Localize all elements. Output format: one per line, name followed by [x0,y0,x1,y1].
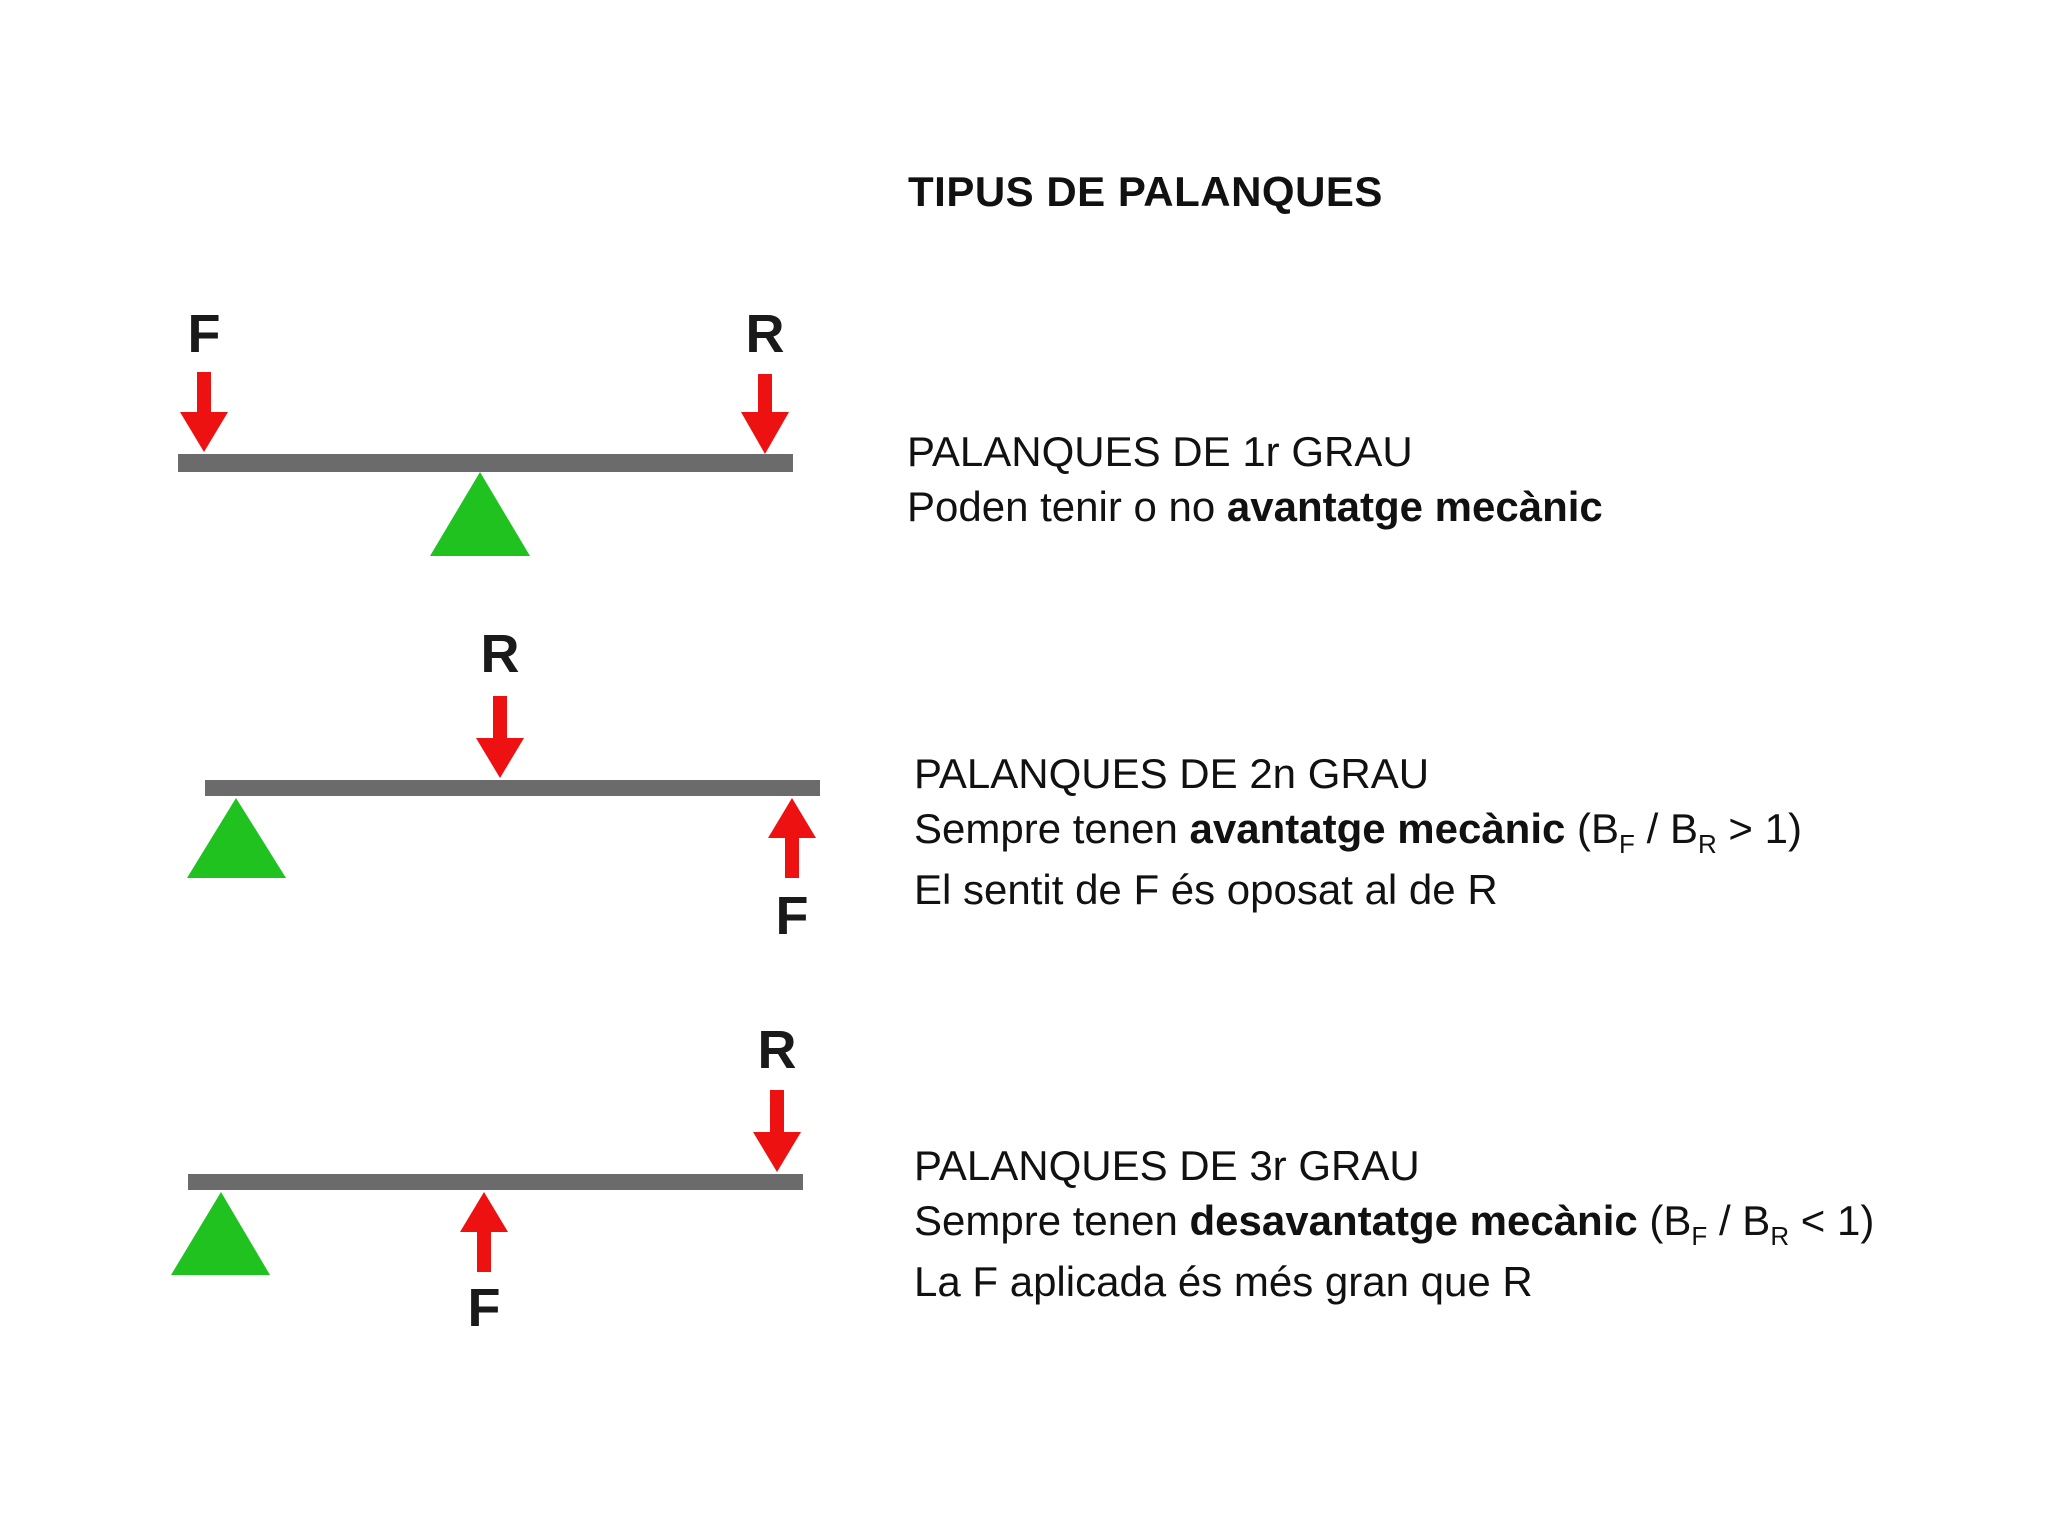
property-text: Sempre tenen [914,1197,1190,1244]
ratio-open: (B [1637,1197,1692,1244]
ratio-mid: / B [1707,1197,1771,1244]
lever-second-class: R F [187,624,820,946]
resistance-arrow-down [753,1090,801,1172]
lever-third-class-description: PALANQUES DE 3r GRAU Sempre tenen desava… [914,1138,1874,1309]
force-arrow-down [180,372,228,452]
force-label: F [188,304,221,364]
resistance-label: R [481,624,520,684]
ratio-close: < 1) [1789,1197,1875,1244]
force-arrow-up [460,1192,508,1272]
lever-first-class-description: PALANQUES DE 1r GRAU Poden tenir o no av… [907,424,1603,534]
lever-note: El sentit de F és oposat al de R [914,866,1498,913]
lever-second-class-description: PALANQUES DE 2n GRAU Sempre tenen avanta… [914,746,1802,917]
ratio-mid: / B [1634,805,1698,852]
lever-property: Poden tenir o no avantatge mecànic [907,479,1603,534]
lever-first-class: F R [178,304,793,556]
ratio-close: > 1) [1716,805,1802,852]
ratio-formula: (BF / BR < 1) [1637,1197,1875,1249]
page-title: TIPUS DE PALANQUES [908,168,1383,215]
fulcrum-triangle [171,1192,270,1275]
resistance-arrow-down [476,696,524,778]
resistance-arrow-down [741,374,789,454]
lever-heading: PALANQUES DE 1r GRAU [907,428,1413,475]
ratio-sub-f: F [1691,1221,1708,1251]
lever-property: Sempre tenen avantatge mecànic (BF / BR … [914,801,1802,857]
resistance-label: R [758,1020,797,1080]
lever-beam [205,780,820,796]
ratio-sub-r: R [1697,829,1717,859]
lever-heading: PALANQUES DE 3r GRAU [914,1142,1420,1189]
ratio-sub-f: F [1619,829,1635,859]
ratio-formula: (BF / BR > 1) [1565,805,1802,857]
force-arrow-up [768,798,816,878]
property-emphasis: avantatge mecànic [1189,805,1566,852]
fulcrum-triangle [187,798,286,878]
ratio-sub-r: R [1770,1221,1790,1251]
property-emphasis: desavantatge mecànic [1189,1197,1638,1244]
force-label: F [468,1278,501,1338]
resistance-label: R [746,304,785,364]
lever-third-class: R F [171,1020,803,1338]
property-emphasis: avantatge mecànic [1226,483,1603,530]
fulcrum-triangle [430,472,530,556]
lever-heading: PALANQUES DE 2n GRAU [914,750,1430,797]
lever-beam [188,1174,803,1190]
property-text: Sempre tenen [914,805,1190,852]
lever-note: La F aplicada és més gran que R [914,1258,1533,1305]
force-label: F [776,886,809,946]
property-text: Poden tenir o no [907,483,1227,530]
ratio-open: (B [1565,805,1620,852]
lever-beam [178,454,793,472]
lever-property: Sempre tenen desavantatge mecànic (BF / … [914,1193,1875,1249]
